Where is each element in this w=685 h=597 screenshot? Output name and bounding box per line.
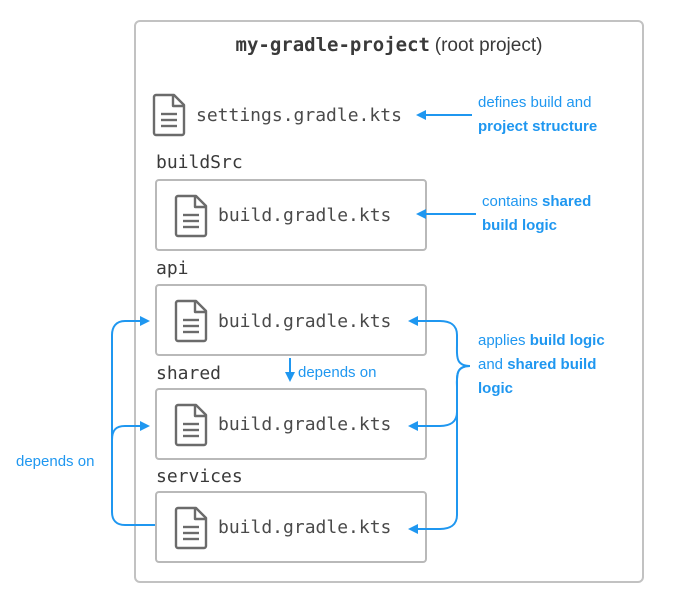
settings-annotation-line2: project structure — [478, 118, 598, 135]
services-to-api-arrow — [111, 316, 155, 526]
settings-annotation: defines build and project structure — [478, 91, 597, 139]
module-label-services: services — [156, 466, 243, 487]
buildsrc-annotation-line2: build logic — [482, 217, 557, 234]
applies-annotation-line3: logic — [478, 380, 514, 397]
buildsrc-annotation: contains shared build logic — [482, 190, 591, 238]
settings-file-name: settings.gradle.kts — [196, 105, 402, 126]
buildsrc-file-name: build.gradle.kts — [218, 205, 392, 226]
root-project-box — [134, 20, 644, 583]
applies-arrow-shared — [408, 365, 471, 431]
buildsrc-annotation-line1a: contains — [482, 193, 543, 210]
module-label-buildsrc: buildSrc — [156, 152, 243, 173]
document-icon — [174, 506, 208, 550]
root-project-suffix: (root project) — [434, 35, 543, 56]
document-icon — [174, 194, 208, 238]
applies-annotation: applies build logic and shared build log… — [478, 329, 605, 401]
applies-annotation-line1b: build logic — [529, 332, 605, 349]
module-label-api: api — [156, 258, 189, 279]
api-file-name: build.gradle.kts — [218, 311, 392, 332]
services-file-name: build.gradle.kts — [218, 517, 392, 538]
root-project-name: my-gradle-project — [235, 34, 430, 56]
applies-annotation-line1a: applies — [478, 332, 530, 349]
root-project-title: my-gradle-project (root project) — [134, 34, 644, 57]
applies-annotation-line2a: and — [478, 356, 508, 373]
applies-annotation-line2b: shared build — [507, 356, 597, 373]
buildsrc-annotation-line1b: shared — [542, 193, 592, 210]
document-icon — [152, 93, 186, 137]
depends-on-inner-label: depends on — [298, 364, 377, 381]
module-box-shared — [155, 388, 427, 460]
shared-file-name: build.gradle.kts — [218, 414, 392, 435]
document-icon — [174, 299, 208, 343]
module-box-services — [155, 491, 427, 563]
services-to-shared-arrow — [111, 421, 150, 441]
applies-arrow-api — [408, 316, 471, 367]
depends-on-outer-label: depends on — [16, 453, 95, 470]
document-icon — [174, 403, 208, 447]
applies-arrow-services — [408, 365, 471, 534]
settings-annotation-line1: defines build and — [478, 94, 592, 111]
module-label-shared: shared — [156, 363, 222, 384]
